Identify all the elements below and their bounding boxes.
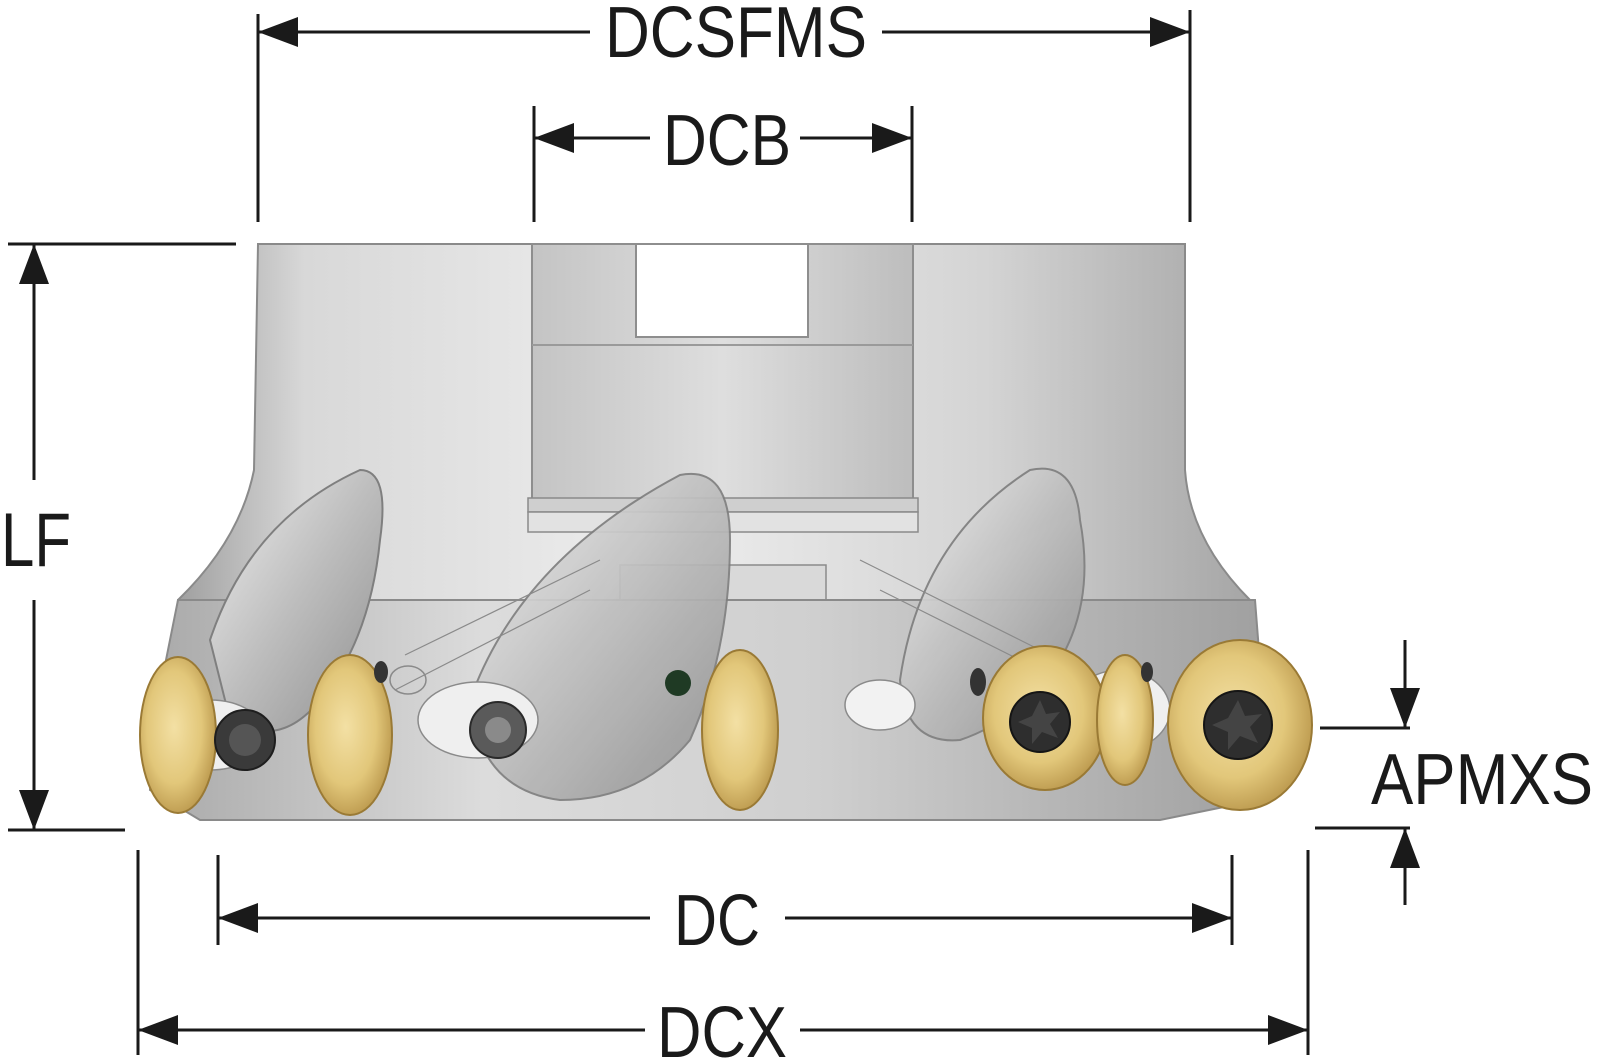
label-lf: LF [1, 498, 71, 583]
coolant-hole [665, 670, 691, 696]
label-apmxs: APMXS [1371, 740, 1593, 820]
insert-1 [139, 656, 217, 814]
label-dc: DC [674, 881, 760, 961]
label-dcx: DCX [657, 993, 787, 1061]
label-dcb: DCB [663, 101, 791, 181]
insert-2 [307, 654, 393, 816]
label-dcsfms: DCSFMS [605, 0, 867, 73]
slot-notch [635, 243, 809, 338]
screws [214, 661, 1273, 771]
dimension-lines [8, 10, 1420, 1055]
insert-3 [701, 649, 779, 811]
